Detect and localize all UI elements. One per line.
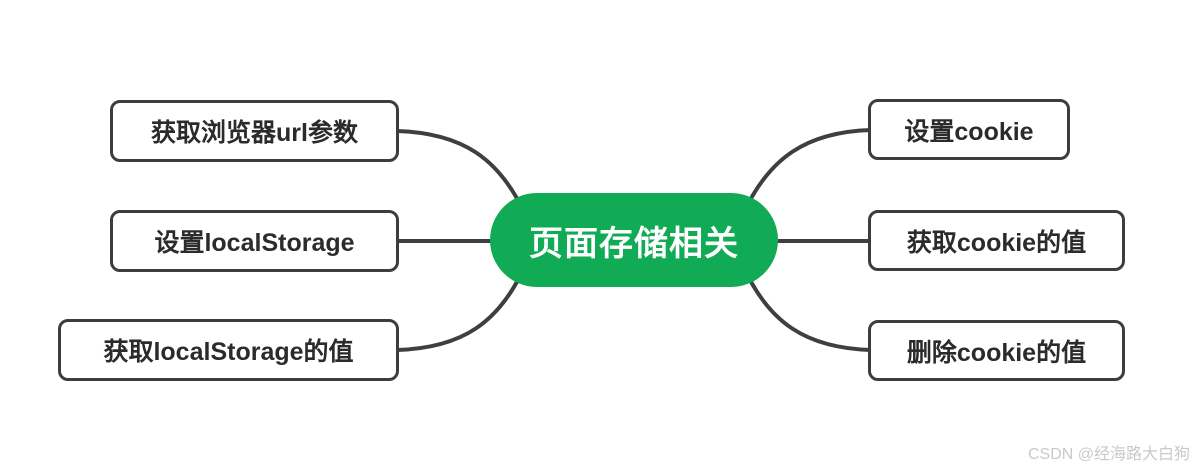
csdn-watermark: CSDN @经海路大白狗	[1027, 446, 1190, 463]
branch-node-label: 获取localStorage的值	[103, 338, 354, 366]
branch-node-set-localstorage: 设置localStorage	[110, 210, 399, 272]
connector-left-bottom	[395, 264, 527, 352]
branch-node-label: 获取cookie的值	[906, 228, 1087, 257]
center-topic-node: 页面存储相关	[490, 193, 778, 287]
connector-left-top	[395, 129, 527, 216]
connector-right-bottom	[741, 264, 873, 352]
branch-node-get-localstorage-value: 获取localStorage的值	[58, 319, 399, 381]
center-topic-label: 页面存储相关	[529, 224, 739, 263]
branch-node-label: 设置cookie	[904, 117, 1034, 146]
branch-node-label: 删除cookie的值	[906, 338, 1087, 367]
branch-node-delete-cookie-value: 删除cookie的值	[868, 320, 1125, 381]
branch-node-get-url-params: 获取浏览器url参数	[110, 100, 399, 162]
branch-node-label: 获取浏览器url参数	[151, 119, 358, 147]
connector-right-top	[741, 128, 873, 216]
branch-node-set-cookie: 设置cookie	[868, 99, 1070, 160]
branch-node-get-cookie-value: 获取cookie的值	[868, 210, 1125, 271]
branch-node-label: 设置localStorage	[154, 229, 355, 257]
